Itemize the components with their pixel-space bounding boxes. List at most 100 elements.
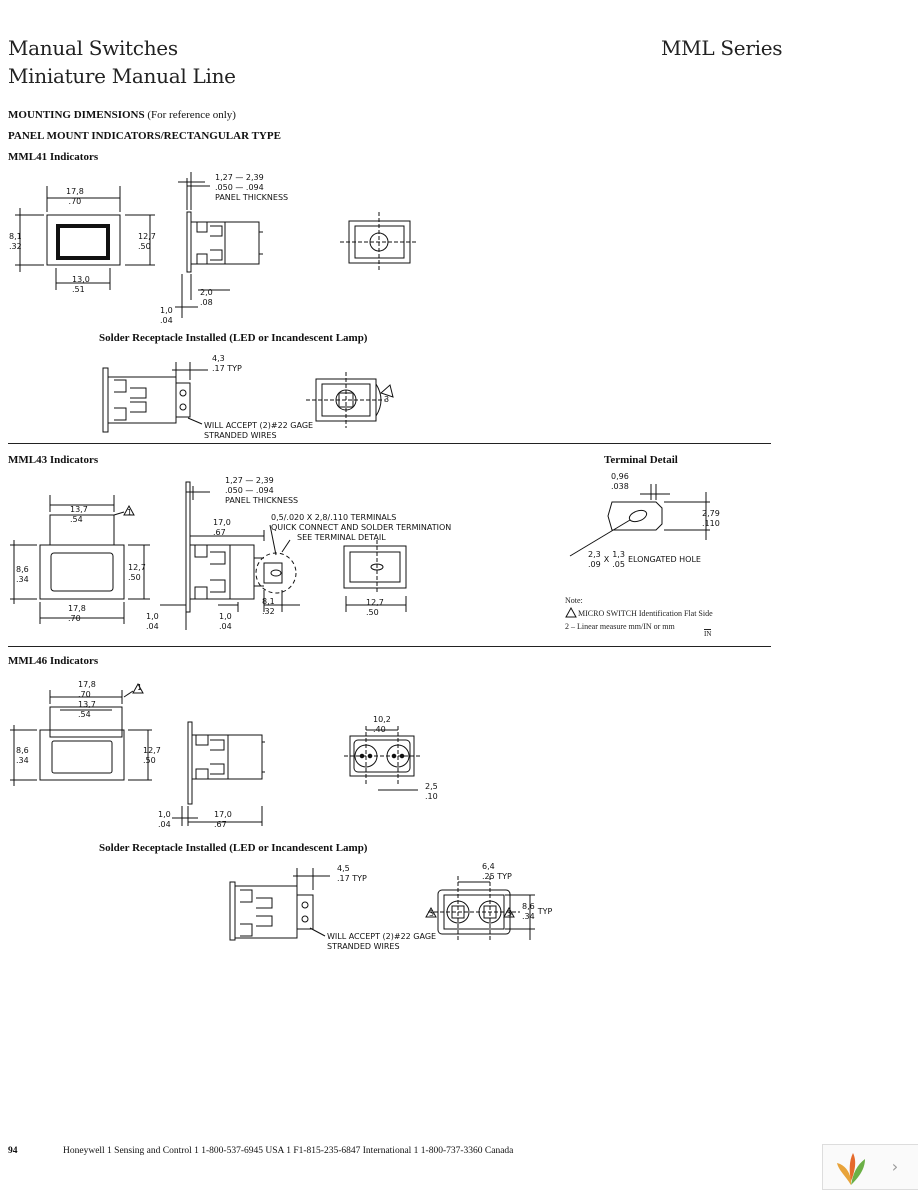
terminal-line-2: QUICK CONNECT AND SOLDER TERMINATION (271, 523, 452, 532)
note-2: 2 – Linear measure mm/IN or mm (565, 622, 675, 631)
dim-in: .70 (78, 690, 91, 699)
dim-hole-label: ELONGATED HOLE (627, 555, 701, 564)
dim-mm: 6,4 (482, 862, 495, 871)
note-marker-3c: 3 (507, 909, 513, 918)
page-number: 94 (8, 1146, 18, 1156)
note-marker-1a: 1 (127, 508, 133, 517)
document-title: Manual Switches (8, 36, 178, 60)
dim-mml43-depth: 17,0.67 (213, 518, 231, 538)
dim-in: .34 (16, 756, 29, 765)
dim-typ: TYP (352, 874, 367, 883)
mml43-rear-view (343, 540, 407, 612)
dim-in: .50 (143, 756, 156, 765)
dim-mm: 17,0 (214, 810, 232, 819)
dim-mm: 2,0 (200, 288, 213, 297)
dim-sr2-pitch: 6,4 .25 TYP (482, 862, 512, 882)
dim-mml41-bottom: 13,0.51 (72, 275, 90, 295)
terminal-detail-heading: Terminal Detail (604, 454, 678, 466)
dim-in: .05 (612, 560, 625, 569)
dim-mml46-width: 17,8.70 (78, 680, 96, 700)
mml46-heading: MML46 Indicators (8, 655, 99, 667)
dim-mm: 17,8 (66, 187, 84, 196)
dim-mm: 13,0 (72, 275, 90, 284)
dim-mml43-e: 1,0.04 (146, 612, 159, 632)
dim-in: .34 (16, 575, 29, 584)
mml41-front-view (15, 186, 155, 290)
wires-line-1: WILL ACCEPT (2)#22 GAGE (327, 932, 437, 941)
notes-block: Note: MICRO SWITCH Identification Flat S… (565, 594, 713, 633)
dim-mm: 17,8 (78, 680, 96, 689)
dim-mml46-edge: 2,5.10 (425, 782, 438, 802)
dim-mml43-bottom: 12,7.50 (366, 598, 384, 618)
dim-sr2-typ: 4,5 .17 TYP (337, 864, 367, 884)
dim-mm: 8,1 (9, 232, 22, 241)
dim-in: .40 (373, 725, 386, 734)
dim-label: PANEL THICKNESS (215, 193, 289, 202)
dim-mml41-height: 8,1.32 (9, 232, 22, 252)
dim-terminal-hole: 2,3.09 X 1,3.05 ELONGATED HOLE (588, 550, 701, 570)
mml43-side-view (160, 481, 300, 630)
terminal-line-1: 0,5/.020 X 2,8/.110 TERMINALS (271, 513, 397, 522)
dim-in: .50 (138, 242, 151, 251)
note-triangle (565, 606, 577, 618)
dim-in: .67 (214, 820, 227, 829)
solder-receptacle-1-side (102, 362, 208, 433)
dim-in: .04 (158, 820, 171, 829)
dim-mml43-width: 17,8.70 (68, 604, 86, 624)
dim-in: .17 (337, 874, 350, 883)
dim-mm: 2,79 (702, 509, 720, 518)
mml43-front-view (10, 495, 150, 624)
wires-note-1: WILL ACCEPT (2)#22 GAGE STRANDED WIRES (204, 421, 313, 441)
dim-in: .110 (702, 519, 720, 528)
dim-mml43-height: 8,6.34 (16, 565, 29, 585)
dim-mml43-bezel: 12,7.50 (128, 563, 146, 583)
dim-mm: 1,0 (219, 612, 232, 621)
dim-hole-b: 1,3.05 (612, 550, 625, 570)
dim-mm: 13,7 (78, 700, 96, 709)
dim-in: .51 (72, 285, 85, 294)
solder-receptacle-1-rear (306, 372, 394, 428)
dim-in: .04 (160, 316, 173, 325)
dim-in: .050 — .094 (215, 183, 264, 192)
dim-sr1-typ: 4,3 .17 TYP (212, 354, 242, 374)
note-marker-3b: 3 (429, 909, 435, 918)
dim-in: .038 (611, 482, 629, 491)
dim-typ: TYP (227, 364, 242, 373)
dim-in: .08 (200, 298, 213, 307)
dim-mm: 2,5 (425, 782, 438, 791)
dim-in: .32 (262, 607, 275, 616)
dim-in: .04 (146, 622, 159, 631)
mounting-label: MOUNTING DIMENSIONS (8, 109, 145, 121)
note-2-unit: IN (704, 629, 712, 638)
dim-label: PANEL THICKNESS (225, 496, 299, 505)
dim-mm: 17,8 (68, 604, 86, 613)
notes-heading: Note: (565, 596, 583, 605)
dim-mm: 12,7 (138, 232, 156, 241)
wires-line-2: STRANDED WIRES (327, 942, 400, 951)
dim-mml43-f: 1,0.04 (219, 612, 232, 632)
mml41-heading: MML41 Indicators (8, 151, 99, 163)
dim-mm: 8,1 (262, 597, 275, 606)
dim-in: .32 (9, 242, 22, 251)
dim-mm: 13,7 (70, 505, 88, 514)
mounting-note: (For reference only) (147, 109, 236, 121)
wires-line-2: STRANDED WIRES (204, 431, 277, 440)
note-marker-1b: 1 (137, 683, 143, 692)
terminal-detail-drawing (569, 484, 710, 557)
viewer-nav: › (822, 1144, 918, 1190)
dim-mm: 8,6 (16, 565, 29, 574)
dim-mm: 2,3 (588, 550, 601, 559)
terminal-callout: 0,5/.020 X 2,8/.110 TERMINALS QUICK CONN… (271, 513, 451, 543)
dim-in: .54 (70, 515, 83, 524)
dim-typ: TYP (537, 907, 553, 916)
mml41-rear-view (340, 212, 418, 272)
dim-mm: 1,27 — 2,39 (215, 173, 264, 182)
note-marker-3a: 3 (384, 395, 390, 404)
dim-in: .54 (78, 710, 91, 719)
dim-in: .04 (219, 622, 232, 631)
next-page-button[interactable]: › (891, 1157, 899, 1176)
dim-mm: 17,0 (213, 518, 231, 527)
dim-mm: 4,5 (337, 864, 350, 873)
dim-mml46-inner: 13,7.54 (78, 700, 96, 720)
